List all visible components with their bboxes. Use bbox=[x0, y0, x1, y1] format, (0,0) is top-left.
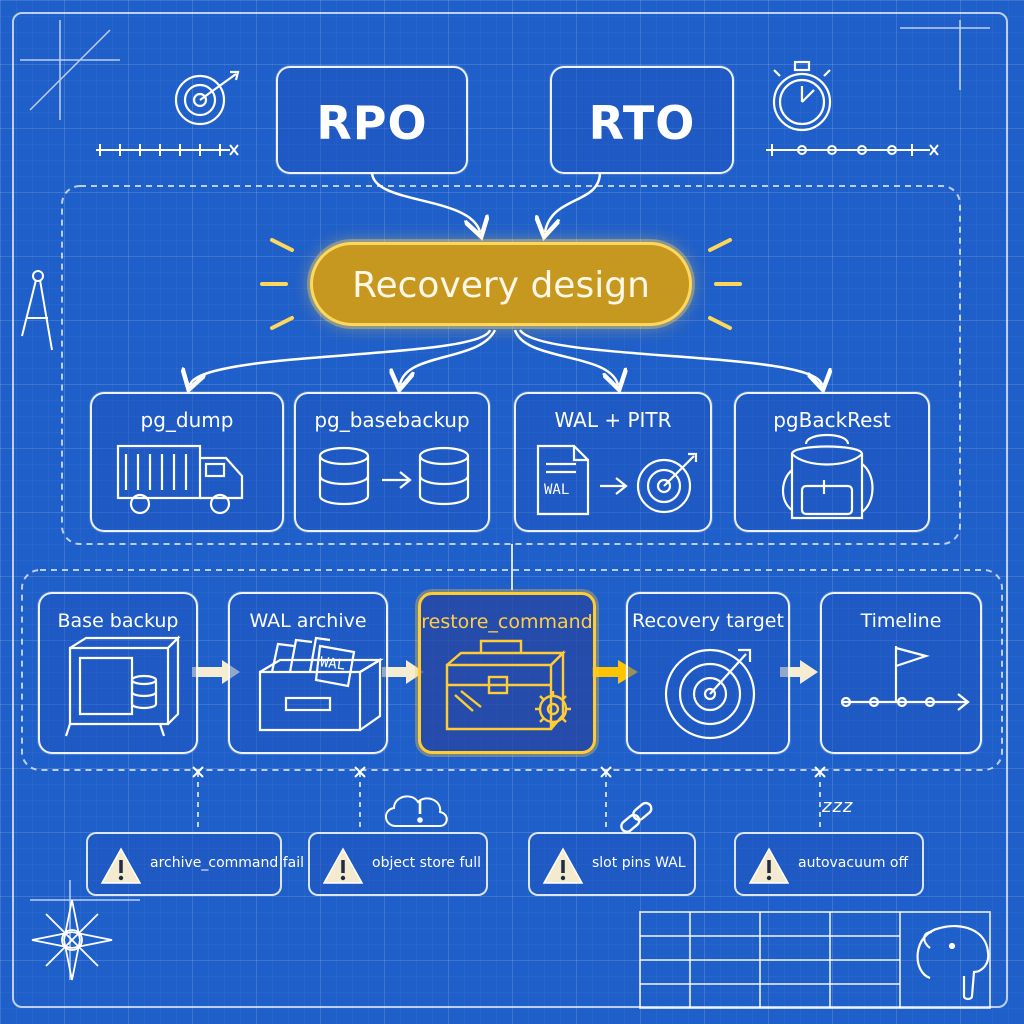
arrow-to-pgbasebackup bbox=[400, 329, 497, 385]
title-block-table bbox=[639, 911, 991, 1009]
dart-target-icon bbox=[174, 70, 240, 126]
warning-label: archive_command fail bbox=[150, 855, 304, 871]
rpo-label: RPO bbox=[316, 96, 428, 150]
recovery-design-label: Recovery design bbox=[352, 265, 650, 306]
arrow-to-pgbackrest bbox=[518, 329, 822, 385]
blueprint-frame bbox=[12, 12, 1008, 1008]
warning-icon bbox=[542, 847, 584, 884]
rto-label: RTO bbox=[588, 96, 696, 150]
rto-arrow bbox=[545, 171, 602, 232]
method-label: WAL + PITR bbox=[554, 408, 672, 432]
warning-label: autovacuum off bbox=[798, 855, 909, 871]
method-wal-pitr: WAL + PITR WAL bbox=[514, 392, 712, 532]
compass-rose-icon bbox=[31, 899, 113, 981]
step-label: WAL archive bbox=[249, 610, 367, 632]
compass-tool-icon bbox=[21, 270, 53, 351]
warning-archive-command-fail: archive_command fail bbox=[86, 832, 304, 896]
step-label: Base backup bbox=[57, 610, 179, 632]
recovery-design-node: Recovery design bbox=[310, 242, 692, 326]
warning-icon bbox=[748, 847, 790, 884]
method-pg-basebackup: pg_basebackup bbox=[294, 392, 490, 532]
archive-box-icon bbox=[258, 636, 384, 732]
method-label: pgBackRest bbox=[773, 408, 891, 432]
right-scale-ruler bbox=[766, 144, 939, 156]
sleep-zzz-icon: zzz bbox=[822, 796, 854, 817]
wal-target-icon bbox=[536, 444, 698, 516]
rto-box: RTO bbox=[550, 66, 734, 174]
warning-label: object store full bbox=[372, 855, 482, 871]
cloud-alert-icon bbox=[385, 795, 448, 827]
step-base-backup: Base backup bbox=[38, 592, 198, 754]
database-copy-icon bbox=[318, 446, 470, 506]
rpo-box: RPO bbox=[276, 66, 468, 174]
warning-slot-pins-wal: slot pins WAL bbox=[528, 832, 696, 896]
rpo-arrow bbox=[370, 171, 480, 232]
left-scale-ruler bbox=[96, 144, 239, 156]
method-label: pg_dump bbox=[140, 408, 234, 432]
arrow-to-pgdump bbox=[190, 329, 492, 385]
method-pg-dump: pg_dump bbox=[90, 392, 284, 532]
wal-doc-label: WAL bbox=[544, 482, 570, 498]
warning-x-marks bbox=[192, 766, 826, 778]
elephant-logo-icon bbox=[916, 924, 990, 1001]
target-icon bbox=[664, 648, 756, 740]
warning-object-store-full: object store full bbox=[308, 832, 488, 896]
truck-icon bbox=[116, 444, 244, 515]
stopwatch-icon bbox=[772, 60, 832, 132]
method-label: pg_basebackup bbox=[314, 408, 470, 432]
timeline-flag-icon bbox=[840, 646, 970, 711]
warning-label: slot pins WAL bbox=[592, 855, 686, 871]
warning-icon bbox=[322, 847, 364, 884]
arrow-to-walpitr bbox=[513, 329, 618, 385]
step-timeline: Timeline bbox=[820, 592, 982, 754]
safe-icon bbox=[64, 635, 181, 737]
step-restore-command: restore_command bbox=[418, 592, 596, 754]
methods-region-outline bbox=[61, 185, 961, 545]
step-label: restore_command bbox=[421, 611, 593, 633]
step-label: Timeline bbox=[860, 610, 942, 632]
toolbox-gear-icon bbox=[445, 639, 571, 731]
backpack-icon bbox=[781, 434, 874, 520]
method-pgbackrest: pgBackRest bbox=[734, 392, 930, 532]
warning-icon bbox=[100, 847, 142, 884]
step-recovery-target: Recovery target bbox=[626, 592, 790, 754]
warning-autovacuum-off: autovacuum off bbox=[734, 832, 924, 896]
step-label: Recovery target bbox=[632, 610, 784, 632]
step-wal-archive: WAL archive WAL bbox=[228, 592, 388, 754]
chain-link-icon bbox=[620, 801, 653, 833]
